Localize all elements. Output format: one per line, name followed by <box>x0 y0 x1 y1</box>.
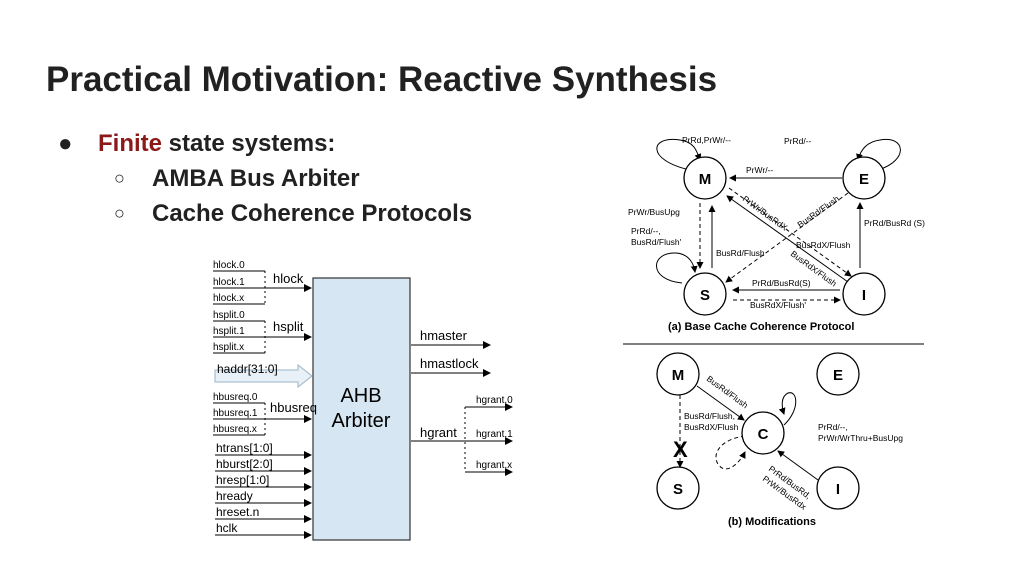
state-e-label: E <box>859 171 869 188</box>
edge-label: BusRdX/Flush <box>796 240 851 250</box>
input-label-hlock: hlock <box>273 271 304 286</box>
mod-state-m-label: M <box>672 367 685 384</box>
edge-label: PrRd/BusRd(S) <box>752 278 811 288</box>
state-s-label: S <box>700 287 710 304</box>
base-protocol-caption: (a) Base Cache Coherence Protocol <box>668 321 854 333</box>
ahb-arbiter-diagram: AHB Arbiter hlock.0 hlock.1 hlock.x hloc… <box>213 260 513 541</box>
edge-label: PrWr/WrThru+BusUpg <box>818 433 903 443</box>
output-label-hgrant-1: hgrant.1 <box>476 429 513 440</box>
mod-state-i-label: I <box>836 481 840 498</box>
output-label-hmastlock: hmastlock <box>420 356 479 371</box>
arbiter-box <box>312 277 411 541</box>
subbullet-text: AMBA Bus Arbiter <box>152 165 360 192</box>
edge-label: PrRd,PrWr/-- <box>682 135 731 145</box>
state-i-label: I <box>862 287 866 304</box>
input-label-hlock-1: hlock.1 <box>213 277 245 288</box>
output-label-hmaster: hmaster <box>420 328 468 343</box>
edge-label: BusRd/Flush <box>716 248 765 258</box>
bullet-text: state systems: <box>162 130 336 157</box>
edge-label: PrRd/-- <box>784 136 812 146</box>
input-label-hsplit-0: hsplit.0 <box>213 310 245 321</box>
modified-protocol-diagram: M E C S I BusRd/Flush BusRd/Flush, BusRd… <box>656 352 903 528</box>
output-label-hgrant: hgrant <box>420 425 457 440</box>
input-label-hclk: hclk <box>216 521 238 535</box>
subbullet-marker: ○ <box>114 168 125 188</box>
base-protocol-diagram: M E S I PrRd,PrWr/-- PrRd/-- PrWr/-- PrW… <box>628 135 925 333</box>
input-label-hburst: hburst[2:0] <box>216 457 273 471</box>
arbiter-box-label-2: Arbiter <box>332 410 391 432</box>
input-label-hreset: hreset.n <box>216 505 259 519</box>
edge-label: PrRd/--, <box>631 226 661 236</box>
output-label-hgrant-x: hgrant.x <box>476 460 512 471</box>
subbullet-marker: ○ <box>114 203 125 223</box>
modified-protocol-caption: (b) Modifications <box>728 516 816 528</box>
edge-label: BusRdX/Flush' <box>750 300 806 310</box>
edge-label: PrWr/BusUpg <box>628 207 680 217</box>
input-label-hsplit-1: hsplit.1 <box>213 326 245 337</box>
mod-state-c-label: C <box>758 426 769 443</box>
bullet-marker: ● <box>58 130 73 157</box>
input-label-hresp: hresp[1:0] <box>216 473 269 487</box>
input-label-hbusreq-x: hbusreq.x <box>213 424 257 435</box>
edge-label: BusRd/Flush <box>795 193 841 229</box>
edge-label: BusRd/Flush <box>705 374 750 411</box>
subbullet-text: Cache Coherence Protocols <box>152 200 473 227</box>
bullet-finite-state-systems: ● Finite state systems: <box>58 132 335 156</box>
haddr-bus-arrow <box>214 363 313 389</box>
subbullet-amba: ○ AMBA Bus Arbiter <box>114 167 360 191</box>
cache-coherence-diagram: M E S I PrRd,PrWr/-- PrRd/-- PrWr/-- PrW… <box>623 135 925 528</box>
state-m-label: M <box>699 171 712 188</box>
crossed-out-mark: X <box>673 437 688 462</box>
arbiter-box-label-1: AHB <box>340 385 381 407</box>
input-label-hbusreq: hbusreq <box>270 400 317 415</box>
mod-state-e-label: E <box>833 367 843 384</box>
edge-label: PrRd/BusRd (S) <box>864 218 925 228</box>
input-label-hlock-x: hlock.x <box>213 293 244 304</box>
input-label-hsplit: hsplit <box>273 319 304 334</box>
edge-label: BusRd/Flush' <box>631 237 682 247</box>
edge-label: BusRdX/Flush <box>684 422 739 432</box>
slide-title: Practical Motivation: Reactive Synthesis <box>46 60 718 99</box>
output-label-hgrant-0: hgrant.0 <box>476 395 513 406</box>
input-label-hbusreq-1: hbusreq.1 <box>213 408 258 419</box>
input-label-htrans: htrans[1:0] <box>216 441 273 455</box>
input-label-hsplit-x: hsplit.x <box>213 342 244 353</box>
edge-label: PrWr/-- <box>746 165 773 175</box>
edge-label: BusRd/Flush, <box>684 411 735 421</box>
input-label-haddr: haddr[31:0] <box>217 362 278 376</box>
input-label-hready: hready <box>216 489 253 503</box>
bullet-accent-word: Finite <box>98 130 162 157</box>
edge-label: PrWr/BusRdX <box>741 194 790 233</box>
mod-state-s-label: S <box>673 481 683 498</box>
input-label-hlock-0: hlock.0 <box>213 260 245 271</box>
edge-label: PrRd/--, <box>818 422 848 432</box>
subbullet-cache: ○ Cache Coherence Protocols <box>114 202 472 226</box>
input-label-hbusreq-0: hbusreq.0 <box>213 392 258 403</box>
